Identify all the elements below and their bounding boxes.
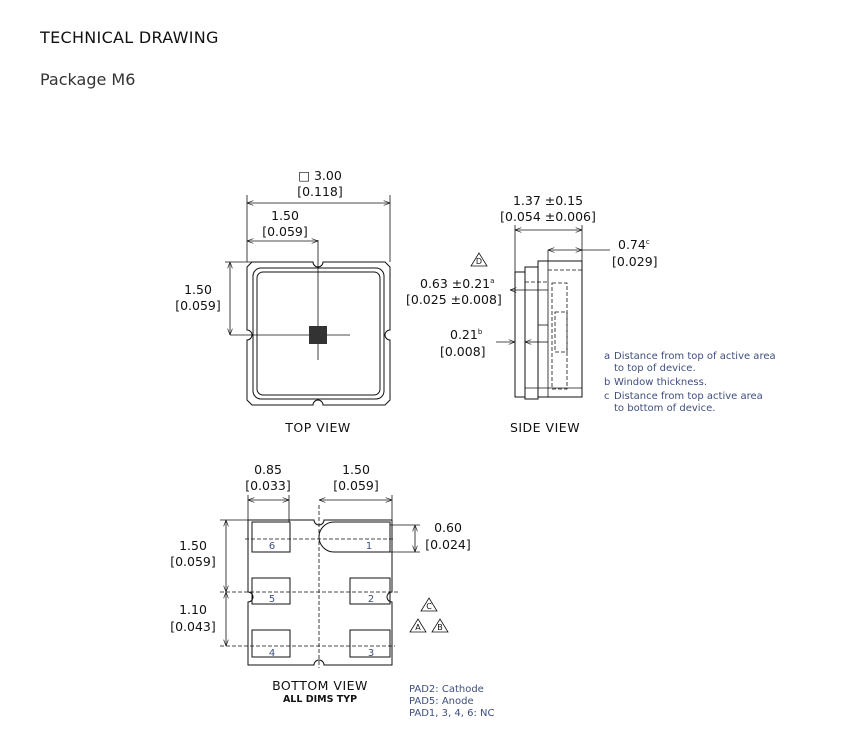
svg-text:C: C — [426, 602, 432, 611]
dim-vert-in: [0.059] — [175, 298, 221, 313]
pad-legend-anode: PAD5: Anode — [409, 696, 474, 707]
dim-b-in: [0.008] — [440, 344, 486, 359]
svg-text:B: B — [437, 623, 443, 632]
svg-text:6: 6 — [269, 541, 275, 552]
dim-bottom-half-in: [0.059] — [333, 478, 379, 493]
bottom-view-label: BOTTOM VIEW — [272, 678, 368, 693]
dim-v1-mm: 1.50 — [179, 538, 207, 553]
dim-half-mm: 1.50 — [271, 208, 299, 223]
svg-text:A: A — [415, 623, 421, 632]
package-name: Package M6 — [40, 70, 136, 89]
svg-text:5: 5 — [269, 594, 275, 605]
top-view-label: TOP VIEW — [284, 420, 350, 435]
pad-legend: PAD2: Cathode PAD5: Anode PAD1, 3, 4, 6:… — [409, 684, 494, 719]
note-a-line2: to top of device. — [614, 363, 696, 374]
bottom-view-sublabel: ALL DIMS TYP — [283, 694, 357, 705]
svg-text:c: c — [604, 391, 610, 402]
svg-text:D: D — [476, 257, 482, 266]
svg-text:1: 1 — [366, 541, 372, 552]
dim-pad-h-in: [0.024] — [425, 537, 471, 552]
window-inner — [256, 271, 381, 396]
note-a-line1: Distance from top of active area — [614, 351, 776, 362]
dim-v2-in: [0.043] — [170, 619, 216, 634]
dim-a-mm: 0.63 ±0.21a — [420, 276, 494, 291]
dim-height-in: [0.054 ±0.006] — [500, 209, 596, 224]
note-c-line1: Distance from top active area — [614, 391, 763, 402]
active-area-chip — [309, 326, 327, 344]
top-view: □ 3.00 [0.118] 1.50 [0.059] 1.50 [0.059]… — [175, 168, 391, 435]
marker-b-icon: B — [431, 618, 449, 633]
dim-pad-w-mm: 0.85 — [254, 462, 282, 477]
dim-half-in: [0.059] — [262, 224, 308, 239]
dim-height-mm: 1.37 ±0.15 — [513, 193, 583, 208]
marker-c-icon: C — [420, 597, 438, 612]
pad-4 — [251, 629, 291, 658]
note-c-line2: to bottom of device. — [614, 403, 715, 414]
dim-bottom-half-mm: 1.50 — [342, 462, 370, 477]
pad-2 — [349, 577, 391, 605]
svg-text:b: b — [604, 377, 610, 388]
dim-v1-in: [0.059] — [170, 554, 216, 569]
svg-text:2: 2 — [368, 594, 374, 605]
bottom-view: 6 1 5 2 4 3 0.85 [0.033] 1.50 [0.059] 0.… — [170, 462, 471, 705]
side-view: 1.37 ±0.15 [0.054 ±0.006] 0.74c [0.029] … — [406, 193, 658, 435]
note-b-line1: Window thickness. — [614, 377, 707, 388]
dim-width-in: [0.118] — [297, 184, 343, 199]
pad-legend-cathode: PAD2: Cathode — [409, 684, 484, 695]
page-title: TECHNICAL DRAWING — [40, 28, 219, 47]
svg-text:3: 3 — [368, 648, 374, 659]
pad-3 — [349, 629, 391, 658]
dim-pad-w-in: [0.033] — [245, 478, 291, 493]
pad-legend-nc: PAD1, 3, 4, 6: NC — [409, 708, 494, 719]
pad-5 — [251, 577, 291, 605]
dim-b-mm: 0.21b — [450, 327, 483, 342]
dim-width-mm: □ 3.00 — [298, 168, 342, 183]
dim-vert-mm: 1.50 — [184, 282, 212, 297]
side-view-label: SIDE VIEW — [510, 420, 580, 435]
pad-6 — [251, 521, 291, 553]
window-outer — [252, 267, 385, 400]
marker-a-icon: A — [409, 618, 427, 633]
marker-d-icon: D — [470, 252, 488, 267]
svg-text:a: a — [604, 351, 610, 362]
dim-a-in: [0.025 ±0.008] — [406, 292, 502, 307]
dim-pad-h-mm: 0.60 — [434, 520, 462, 535]
dim-c-in: [0.029] — [612, 254, 658, 269]
pad-1 — [318, 521, 391, 553]
svg-text:4: 4 — [269, 648, 275, 659]
dim-v2-mm: 1.10 — [179, 602, 207, 617]
dim-c-mm: 0.74c — [618, 237, 650, 252]
footnotes: a Distance from top of active area to to… — [604, 351, 776, 414]
top-view-outline — [246, 261, 391, 406]
